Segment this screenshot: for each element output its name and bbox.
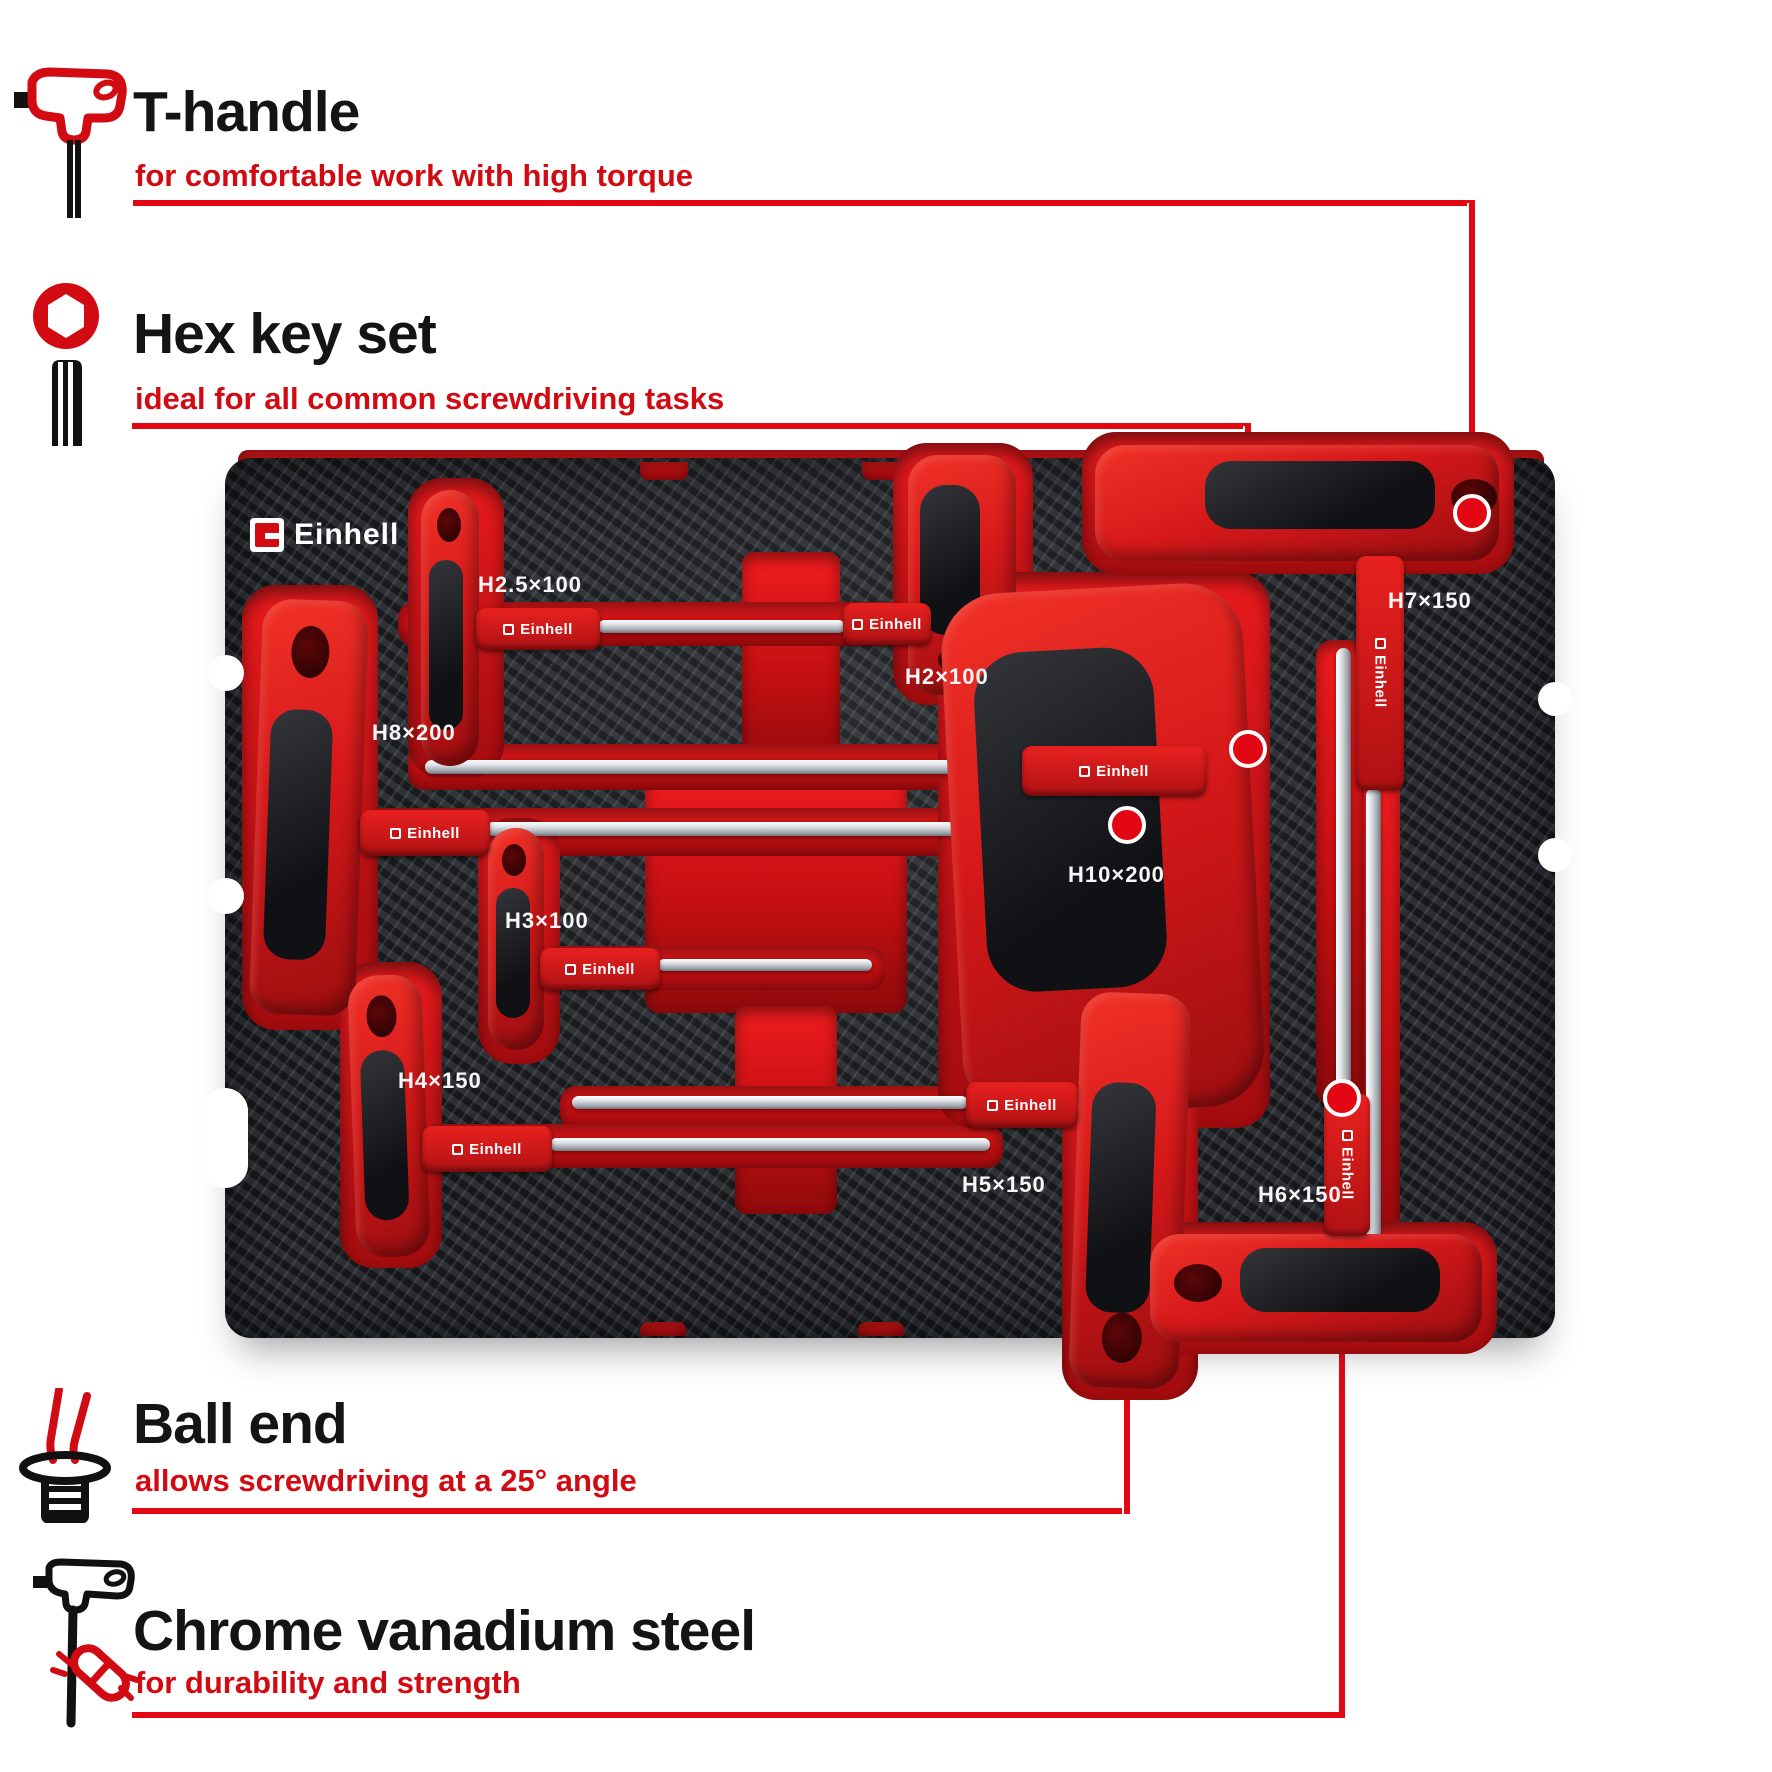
callout-dot-ball-end [1108, 806, 1146, 844]
callout-title-hex-key-set: Hex key set [133, 302, 437, 366]
tool-shaft [1336, 648, 1351, 1098]
t-handle-icon [12, 60, 132, 220]
tool-size-label: H3×100 [505, 908, 589, 933]
tray-edge-notch [208, 878, 244, 914]
tool-grip: Einhell [843, 603, 931, 645]
chrome-steel-icon [25, 1558, 155, 1733]
tray-edge-notch [1538, 838, 1572, 872]
tool-shaft [658, 959, 872, 971]
callout-line-t-handle-h [133, 200, 1475, 206]
einhell-logo: Einhell [250, 518, 399, 552]
callout-title-t-handle: T-handle [133, 80, 360, 144]
ball-end-icon [15, 1386, 125, 1524]
tool-grip: Einhell [540, 948, 660, 990]
tool-handle [421, 490, 479, 766]
callout-line-chrome-v [1337, 1111, 1347, 1712]
tool-size-label: H2×100 [905, 664, 989, 689]
tray-edge-notch [208, 655, 244, 691]
tool-size-label: H10×200 [1068, 862, 1165, 887]
tray-edge-notch [202, 1088, 248, 1188]
callout-title-ball-end: Ball end [133, 1392, 348, 1456]
einhell-logo-icon [250, 518, 284, 552]
callout-subtitle-hex-key-set: ideal for all common screwdriving tasks [135, 381, 725, 416]
tray-top-notch [640, 462, 688, 480]
tool-shaft [425, 760, 1022, 774]
callout-line-ball-h [132, 1508, 1130, 1514]
tool-handle [1150, 1234, 1482, 1342]
tool-shaft [572, 1096, 968, 1109]
hex-key-icon [30, 278, 130, 448]
tray-recess-center-top [742, 552, 840, 777]
callout-line-hex-h [132, 423, 1251, 429]
callout-subtitle-t-handle: for comfortable work with high torque [135, 158, 693, 193]
tool-handle [347, 973, 431, 1259]
tray-bottom-notch [858, 1322, 904, 1336]
tool-grip: Einhell [1022, 746, 1206, 796]
tray-bottom-notch [640, 1322, 686, 1336]
callout-title-chrome: Chrome vanadium steel [133, 1599, 756, 1663]
einhell-logo-text: Einhell [294, 518, 400, 551]
tool-size-label: H7×150 [1388, 588, 1472, 613]
tool-handle [248, 598, 370, 1017]
tool-grip: Einhell [966, 1082, 1078, 1128]
callout-dot-hex [1229, 730, 1267, 768]
callout-subtitle-chrome: for durability and strength [135, 1665, 521, 1700]
tool-size-label: H8×200 [372, 720, 456, 745]
tray-edge-notch [1538, 682, 1572, 716]
tool-handle [1095, 445, 1499, 561]
tool-grip: Einhell [360, 810, 490, 856]
tool-grip: Einhell [1324, 1094, 1370, 1236]
tool-grip: Einhell [476, 608, 600, 650]
callout-subtitle-ball-end: allows screwdriving at a 25° angle [135, 1463, 637, 1498]
callout-line-chrome-h [132, 1712, 1345, 1718]
tool-size-label: H6×150 [1258, 1182, 1342, 1207]
tool-shaft [598, 620, 845, 633]
callout-dot-t-handle [1453, 494, 1491, 532]
callout-line-t-handle-v [1467, 203, 1477, 503]
callout-dot-chrome [1323, 1079, 1361, 1117]
tool-shaft [550, 1138, 990, 1151]
tool-grip: Einhell [1356, 556, 1404, 790]
tool-size-label: H5×150 [962, 1172, 1046, 1197]
tool-grip: Einhell [422, 1126, 552, 1172]
tool-size-label: H2.5×100 [478, 572, 583, 597]
tool-size-label: H4×150 [398, 1068, 482, 1093]
tool-handle [488, 828, 544, 1050]
